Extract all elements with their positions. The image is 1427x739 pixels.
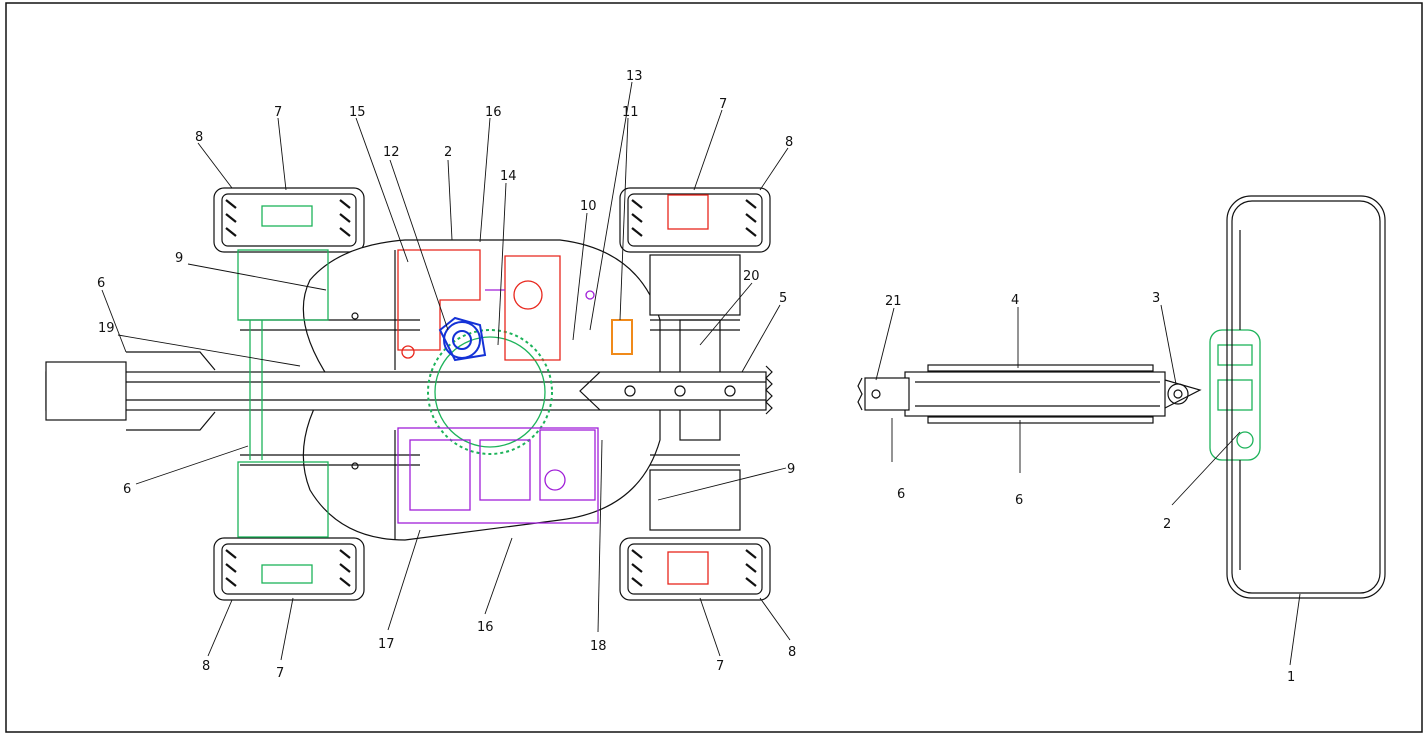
tire-tread: [225, 199, 757, 587]
callout-6d: 6: [123, 482, 131, 497]
green-components: [237, 205, 1261, 584]
callout-11: 11: [622, 105, 639, 120]
callout-9a: 9: [175, 251, 183, 266]
callout-16a: 16: [485, 105, 502, 120]
callout-14: 14: [500, 169, 517, 184]
callout-8a: 8: [195, 130, 203, 145]
callout-5: 5: [779, 291, 787, 306]
callout-21: 21: [885, 294, 902, 309]
slew-ring: [427, 329, 553, 455]
main-boom: [45, 371, 767, 411]
callout-8b: 8: [785, 135, 793, 150]
orange-component: [611, 319, 633, 355]
tire-front-right: [619, 187, 771, 253]
tire-rear-right: [619, 537, 771, 601]
callout-7b: 7: [274, 105, 282, 120]
callout-7d: 7: [716, 659, 724, 674]
callout-2b: 2: [1163, 517, 1171, 532]
callout-13: 13: [626, 69, 643, 84]
leader-lines: [101, 81, 1301, 666]
callout-17: 17: [378, 637, 395, 652]
callout-7c: 7: [276, 666, 284, 681]
callout-labels: 13 11 7 16 15 12 2 14 8 10 7 8 6 9 19 20…: [97, 69, 1295, 685]
callout-8c: 8: [202, 659, 210, 674]
tire-rear-left: [213, 537, 365, 601]
turntable-cover: [302, 239, 661, 381]
callout-10: 10: [580, 199, 597, 214]
callout-6a: 6: [97, 276, 105, 291]
callout-16b: 16: [477, 620, 494, 635]
callout-9b: 9: [787, 462, 795, 477]
callout-19: 19: [98, 321, 115, 336]
callout-18: 18: [590, 639, 607, 654]
jib-and-platform: [857, 195, 1386, 599]
callout-20: 20: [743, 269, 760, 284]
tire-front-left: [213, 187, 365, 253]
chassis: [45, 187, 773, 601]
callout-12: 12: [383, 145, 400, 160]
platform: [1226, 195, 1386, 599]
callout-3: 3: [1152, 291, 1160, 306]
callout-2a: 2: [444, 145, 452, 160]
red-components: [397, 194, 709, 585]
callout-7a: 7: [719, 97, 727, 112]
blue-component: [438, 316, 487, 362]
jib-boom: [904, 371, 1166, 417]
page-border: [5, 2, 1423, 733]
platform-control-box: [1209, 329, 1261, 461]
callout-6b: 6: [897, 487, 905, 502]
callout-6c: 6: [1015, 493, 1023, 508]
callout-4: 4: [1011, 293, 1019, 308]
purple-engine: [397, 289, 599, 524]
callout-15: 15: [349, 105, 366, 120]
callout-1: 1: [1287, 670, 1295, 685]
callout-8d: 8: [788, 645, 796, 660]
